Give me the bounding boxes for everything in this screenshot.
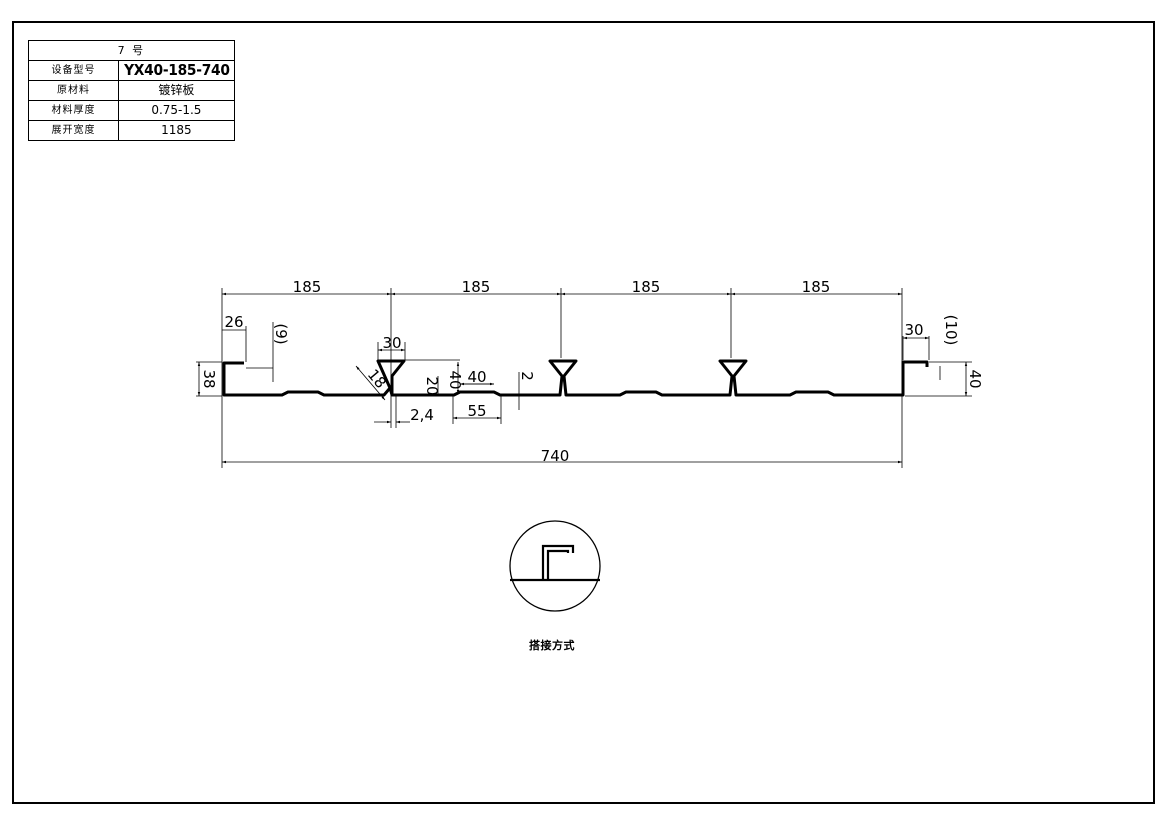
panel-profile <box>222 359 929 397</box>
spec-row-width: 展开宽度 1185 <box>28 120 235 141</box>
spec-value-model: YX40-185-740 <box>122 60 231 81</box>
dim-stiffener-top: 40 <box>467 368 486 386</box>
drawing-frame <box>12 21 1155 804</box>
dim-right-lip-offset: (10) <box>942 315 960 346</box>
dimension-lines <box>197 292 968 464</box>
extension-lines <box>196 288 972 468</box>
dim-pitch-1: 185 <box>293 278 322 296</box>
spec-label: 展开宽度 <box>28 120 119 141</box>
spec-row-model: 设备型号 YX40-185-740 <box>28 60 235 81</box>
dim-stiffener-bottom: 55 <box>467 402 486 420</box>
dim-right-lip-width: 30 <box>904 321 923 339</box>
dim-cover-width: 740 <box>541 447 570 465</box>
joint-detail <box>509 520 601 612</box>
dim-pitch-2: 185 <box>462 278 491 296</box>
dim-pitch-4: 185 <box>802 278 831 296</box>
dim-left-height: 38 <box>200 369 218 388</box>
dim-right-height: 40 <box>966 369 984 388</box>
dim-rib-slant: 18 <box>364 366 390 392</box>
joint-detail-caption: 搭接方式 <box>529 639 575 652</box>
dim-rib-top-width: 30 <box>382 334 401 352</box>
spec-value-width: 1185 <box>118 120 235 141</box>
dim-profile-height: 40 <box>446 370 464 389</box>
spec-table: 7 号 设备型号 YX40-185-740 原材料 镀锌板 材料厚度 0.75-… <box>28 40 235 141</box>
joint-detail-seam <box>541 544 575 580</box>
dim-rib-neck-height: 20 <box>423 376 441 395</box>
joint-detail-circle <box>509 520 601 612</box>
joint-detail-seam-inner <box>546 549 570 580</box>
dim-left-lip-offset: (9) <box>272 323 290 344</box>
dim-left-lip-width: 26 <box>224 313 243 331</box>
dim-pitch-3: 185 <box>632 278 661 296</box>
dim-rib-gap: 2,4 <box>410 406 434 424</box>
dim-stiffener-depth: 2 <box>518 371 536 381</box>
